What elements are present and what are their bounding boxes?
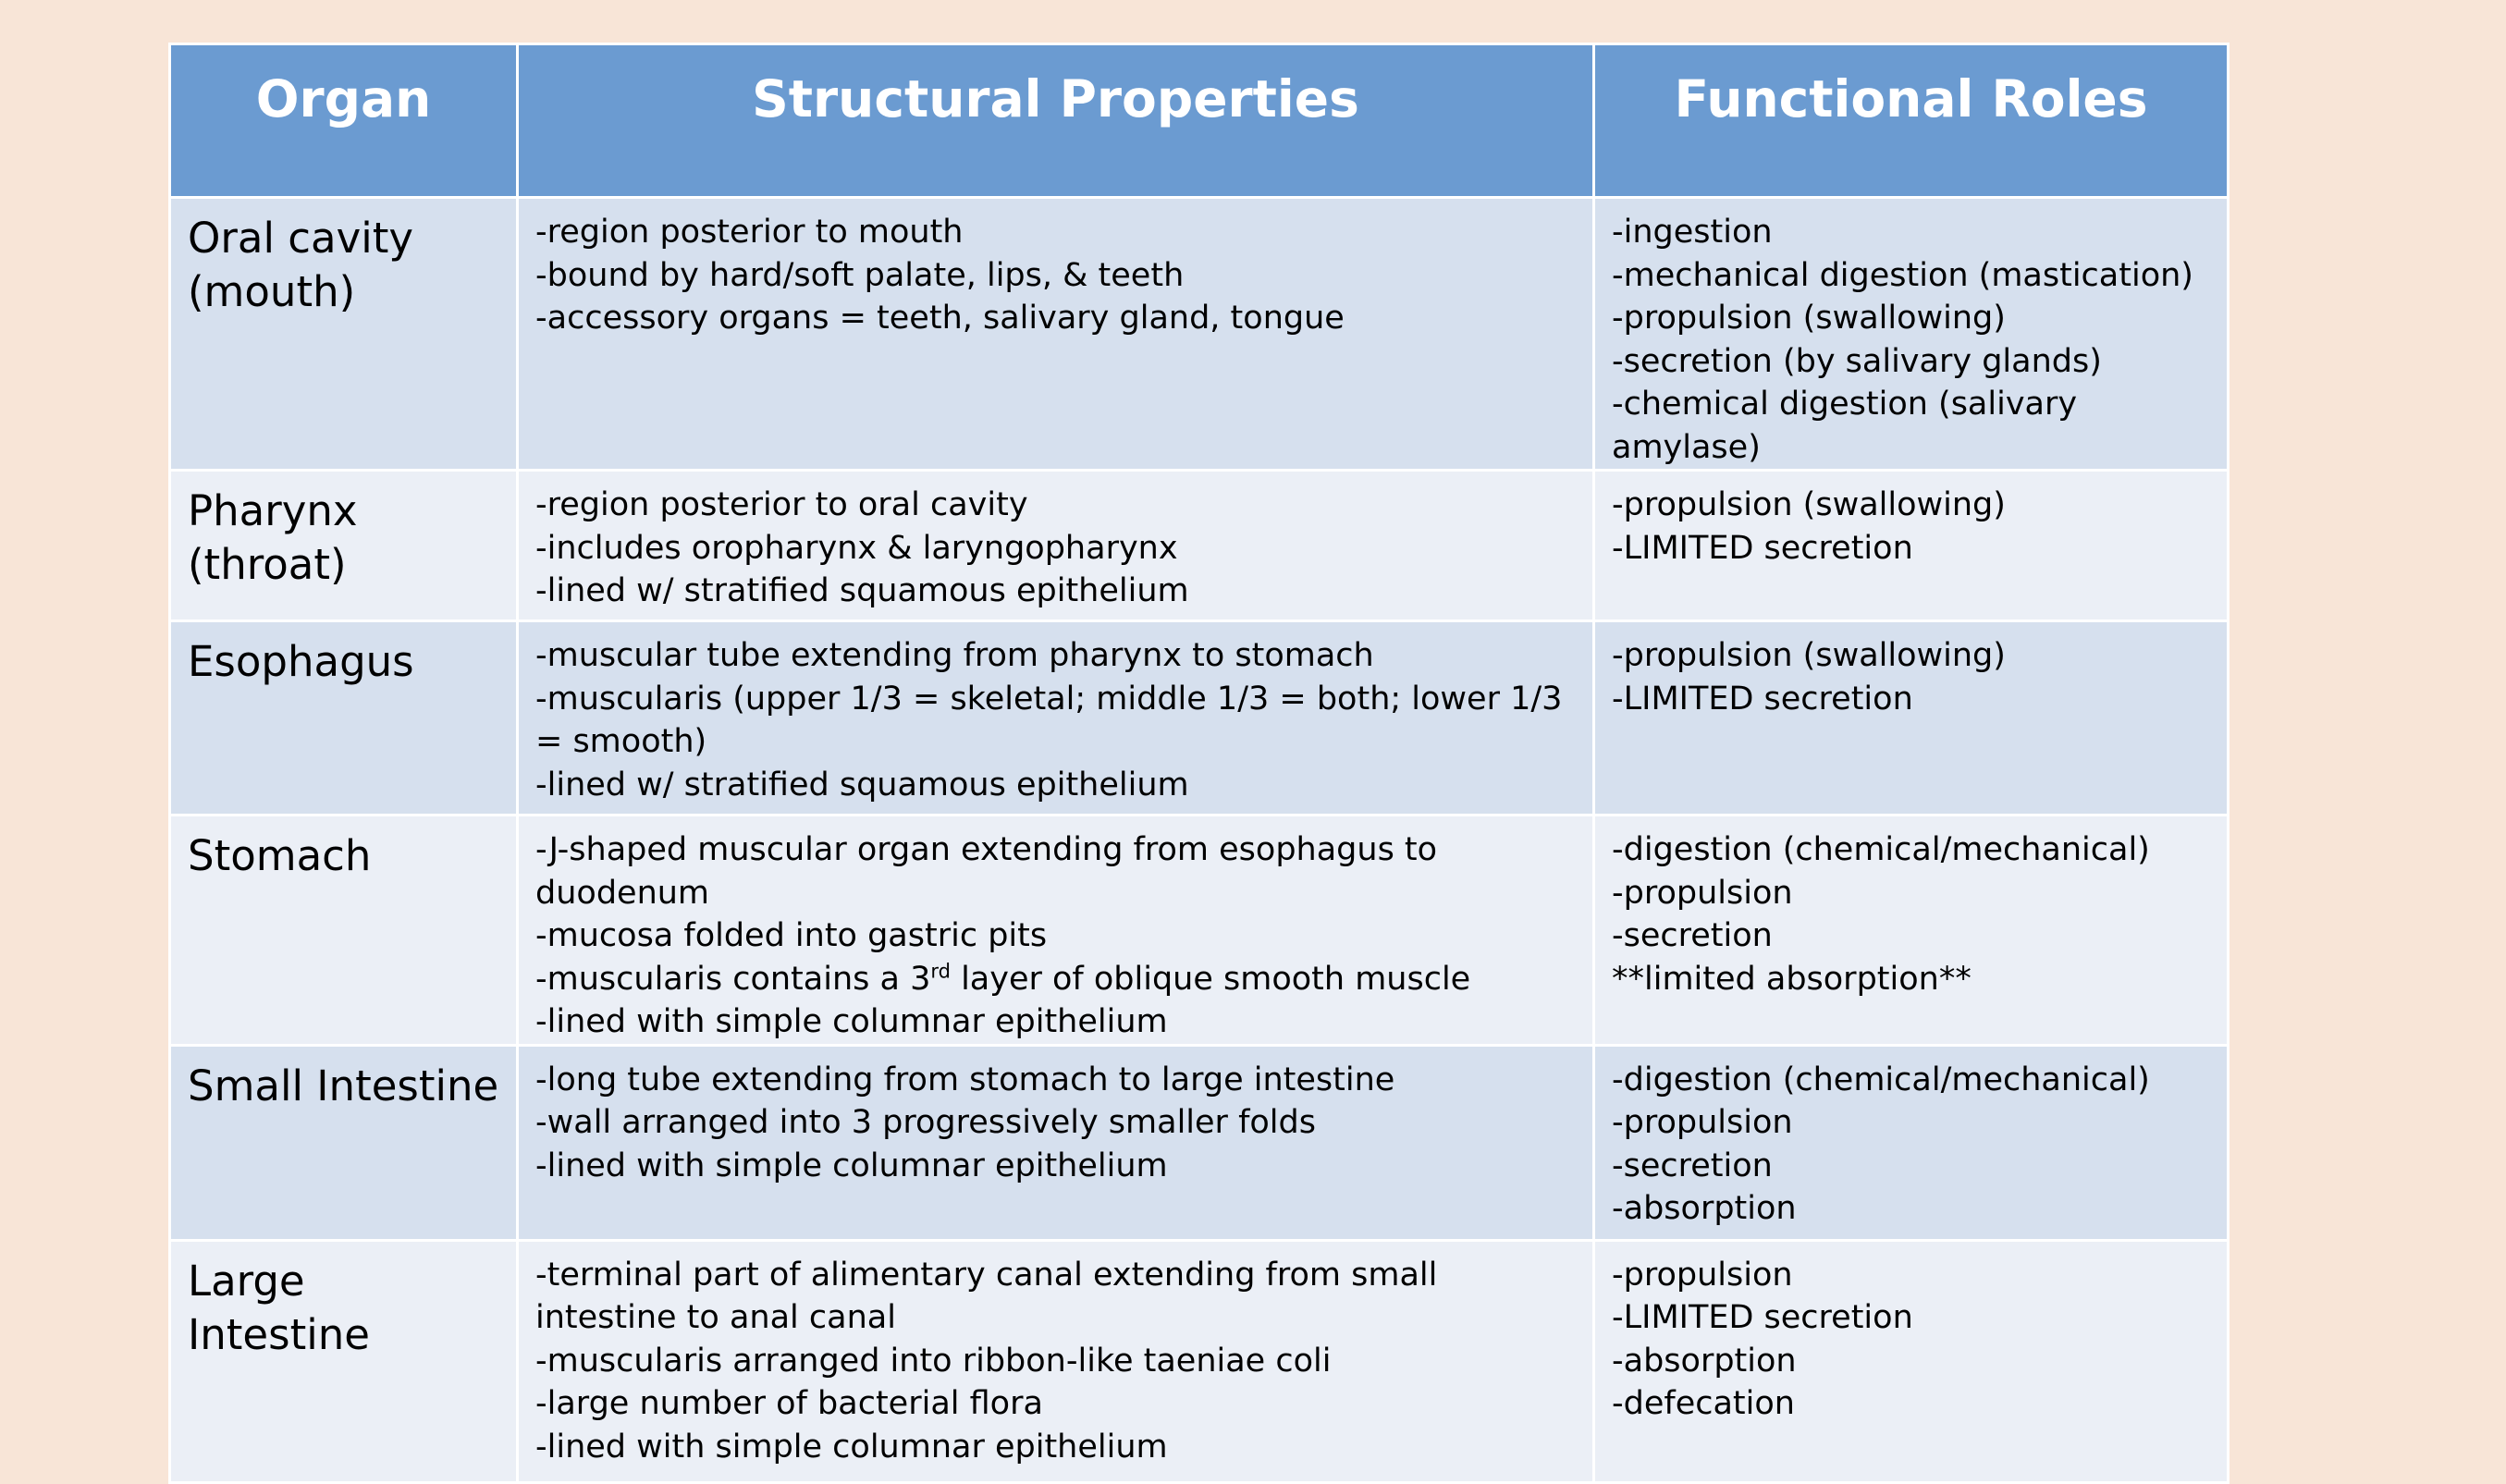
structural-item: -region posterior to mouth [535,214,964,251]
table-header-row: Organ Structural Properties Functional R… [168,43,2230,199]
table-row: Esophagus -muscular tube extending from … [168,619,2230,816]
functional-cell: -propulsion (swallowing) -LIMITED secret… [1592,619,2230,816]
functional-item: -defecation [1612,1385,1795,1422]
organ-name-line: (throat) [188,540,347,589]
functional-item: -chemical digestion (salivary amylase) [1612,386,2078,466]
structural-item: -lined w/ stratified squamous epithelium [535,572,1189,609]
organ-name-line: Stomach [188,831,372,880]
functional-cell: -propulsion -LIMITED secretion -absorpti… [1592,1238,2230,1484]
structural-item: -mucosa folded into gastric pits [535,917,1048,954]
structural-item: -J-shaped muscular organ extending from … [535,831,1438,912]
functional-item: -secretion (by salivary glands) [1612,342,2102,380]
organ-cell: Stomach [168,814,519,1047]
structural-item: -muscularis contains a 3rd layer of obli… [535,959,1471,998]
functional-item: -ingestion [1612,214,1773,251]
structural-cell: -J-shaped muscular organ extending from … [516,814,1595,1047]
functional-cell: -propulsion (swallowing) -LIMITED secret… [1592,469,2230,622]
organ-cell: Oral cavity (mouth) [168,196,519,472]
organ-name-line: Large Intestine [188,1256,370,1359]
functional-item: -absorption [1612,1342,1797,1380]
organ-name-line: Oral cavity [188,214,414,263]
structural-cell: -terminal part of alimentary canal exten… [516,1238,1595,1484]
functional-item: -propulsion [1612,1104,1793,1141]
structural-item: -includes oropharynx & laryngopharynx [535,529,1178,567]
structural-item: -region posterior to oral cavity [535,486,1028,523]
header-structural-properties: Structural Properties [516,43,1595,199]
table-row: Large Intestine -terminal part of alimen… [168,1238,2230,1484]
organ-name-line: (mouth) [188,267,356,316]
functional-cell: -ingestion -mechanical digestion (mastic… [1592,196,2230,472]
structural-item: -wall arranged into 3 progressively smal… [535,1104,1316,1141]
structural-item: -long tube extending from stomach to lar… [535,1061,1395,1098]
structural-cell: -muscular tube extending from pharynx to… [516,619,1595,816]
structural-item: -muscularis arranged into ribbon-like ta… [535,1342,1332,1380]
structural-cell: -region posterior to mouth -bound by har… [516,196,1595,472]
organ-cell: Pharynx (throat) [168,469,519,622]
functional-cell: -digestion (chemical/mechanical) -propul… [1592,814,2230,1047]
functional-item: -digestion (chemical/mechanical) [1612,1061,2150,1098]
structural-item: -lined with simple columnar epithelium [535,1147,1168,1184]
organ-name-line: Esophagus [188,637,414,686]
structural-item: -accessory organs = teeth, salivary glan… [535,300,1345,337]
structural-item: -bound by hard/soft palate, lips, & teet… [535,256,1185,294]
functional-item: -propulsion (swallowing) [1612,300,2006,337]
structural-item: -muscularis (upper 1/3 = skeletal; middl… [535,680,1563,761]
table-row: Stomach -J-shaped muscular organ extendi… [168,814,2230,1047]
structural-item: -large number of bacterial flora [535,1385,1043,1422]
functional-item: -digestion (chemical/mechanical) [1612,831,2150,868]
functional-item: -LIMITED secretion [1612,529,1913,567]
organ-name-line: Pharynx [188,486,358,535]
organ-cell: Esophagus [168,619,519,816]
structural-item: -terminal part of alimentary canal exten… [535,1256,1438,1337]
header-organ: Organ [168,43,519,199]
functional-item: -LIMITED secretion [1612,680,1913,717]
header-functional-roles: Functional Roles [1592,43,2230,199]
functional-item: -secretion [1612,917,1773,954]
functional-item: -propulsion [1612,1256,1793,1294]
structural-item: -lined with simple columnar epithelium [535,1428,1168,1466]
organ-name-line: Small Intestine [188,1061,499,1110]
functional-item: -propulsion (swallowing) [1612,486,2006,523]
structural-cell: -long tube extending from stomach to lar… [516,1043,1595,1242]
functional-cell: -digestion (chemical/mechanical) -propul… [1592,1043,2230,1242]
table-row: Oral cavity (mouth) -region posterior to… [168,196,2230,472]
functional-item: -mechanical digestion (mastication) [1612,256,2193,294]
functional-item: **limited absorption** [1612,960,1972,998]
structural-cell: -region posterior to oral cavity -includ… [516,469,1595,622]
table-row: Small Intestine -long tube extending fro… [168,1043,2230,1242]
functional-item: -secretion [1612,1147,1773,1184]
functional-item: -LIMITED secretion [1612,1299,1913,1336]
structural-item: -lined with simple columnar epithelium [535,1003,1168,1040]
organ-cell: Large Intestine [168,1238,519,1484]
structural-item: -muscular tube extending from pharynx to… [535,637,1374,674]
functional-item: -absorption [1612,1190,1797,1227]
structural-item: -lined w/ stratified squamous epithelium [535,766,1189,803]
functional-item: -propulsion [1612,874,1793,912]
table-row: Pharynx (throat) -region posterior to or… [168,469,2230,622]
functional-item: -propulsion (swallowing) [1612,637,2006,674]
organ-cell: Small Intestine [168,1043,519,1242]
organ-table: Organ Structural Properties Functional R… [168,43,2230,1484]
